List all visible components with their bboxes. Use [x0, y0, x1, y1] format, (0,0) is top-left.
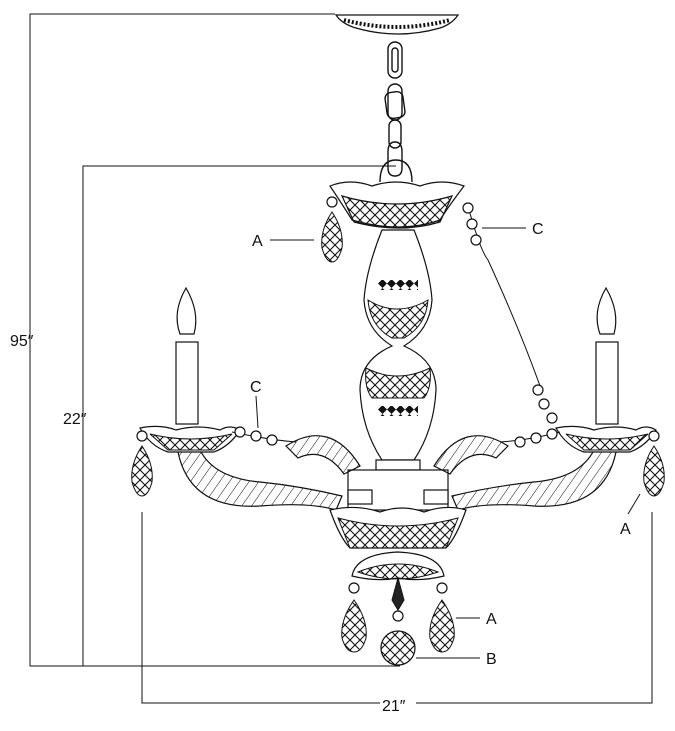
bottom-cup	[351, 551, 445, 581]
chain	[379, 41, 413, 183]
crystal-bottom-left	[341, 582, 367, 653]
crystal-ball-bottom	[380, 576, 416, 666]
callout-label: A	[486, 611, 497, 628]
dimension-95-line	[29, 13, 400, 667]
crystal-left-candle	[131, 430, 153, 497]
callout-label: A	[252, 233, 263, 250]
crystal-bottom-right	[429, 582, 455, 653]
right-arm	[433, 435, 617, 511]
callout-right-arm-crystal: A	[620, 493, 641, 538]
crystal-top-left	[321, 196, 343, 263]
callout-bottom-ball: B	[416, 651, 497, 668]
callout-label: C	[250, 379, 262, 396]
callout-bottom-right-crystal: A	[456, 611, 497, 628]
callout-label: A	[620, 521, 631, 538]
center-column	[347, 229, 449, 511]
bead-chain-top-right	[462, 202, 558, 424]
body-height-label: 22″	[63, 411, 87, 428]
dimension-22-line	[82, 165, 396, 666]
left-candle	[139, 286, 241, 453]
left-arm	[177, 435, 361, 511]
bead-chain-left-arm	[231, 426, 297, 446]
callout-label: C	[532, 221, 544, 238]
callout-label: B	[486, 651, 497, 668]
ceiling-canopy	[334, 14, 460, 35]
crystal-right-candle	[643, 430, 665, 497]
right-candle	[555, 286, 657, 453]
callout-left-arm-chain: C	[250, 379, 262, 429]
bottom-bowl	[329, 506, 467, 549]
width-label: 21″	[382, 698, 406, 715]
bead-chain-right-arm	[499, 428, 561, 448]
overall-height-label: 95″	[10, 333, 34, 350]
callout-top-right-chain: C	[482, 221, 544, 238]
callout-top-left-crystal: A	[252, 233, 314, 250]
top-bobeche	[329, 181, 465, 229]
